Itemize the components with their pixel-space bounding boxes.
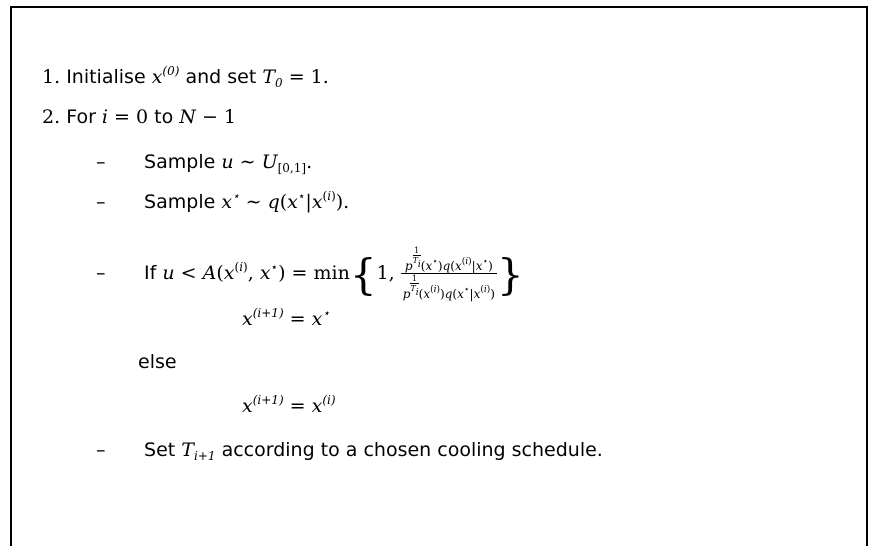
math-one-comma: 1, [376, 262, 401, 284]
bullet-dash: – [96, 439, 106, 461]
step-number: 1. [42, 66, 61, 88]
math-uniform: U [261, 151, 278, 173]
math-i: i [101, 106, 108, 128]
math-min: min [313, 262, 350, 284]
math-q-args: (x⋆|x(i)). [279, 189, 350, 213]
math-interval: [0,1] [277, 161, 307, 175]
math-n-minus-1: N [179, 106, 196, 128]
math-period: . [306, 151, 313, 173]
math-x0: x(0) [151, 64, 180, 88]
math-u-sim-uniform: u [221, 151, 234, 173]
math-u: u [162, 262, 175, 284]
math-eq-zero: = 0 [114, 106, 149, 128]
math-xstar-sim-q: x⋆ [221, 189, 240, 213]
bullet-set-t: – Set Ti+1 according to a chosen cooling… [96, 439, 603, 463]
assign-reject: x(i+1) = x(i) [242, 393, 336, 417]
math-xi: x(i) [311, 393, 336, 417]
math-x-next-eq-xstar: x(i+1) [242, 306, 284, 330]
step-2-text-to: to [154, 106, 174, 128]
step-2-text-for: For [66, 106, 96, 128]
sample-text: Sample [144, 191, 216, 213]
math-t0: T0 [262, 66, 283, 90]
math-xstar: x⋆ [311, 306, 330, 330]
math-rbrace: } [496, 250, 524, 299]
math-t-next: Ti+1 [181, 439, 216, 463]
math-acceptance: A [202, 262, 217, 284]
bullet-dash: – [96, 191, 106, 213]
else-line: else [138, 351, 177, 373]
math-eq: = [283, 395, 312, 417]
math-eq: = [283, 308, 312, 330]
math-minus-one: − 1 [195, 106, 236, 128]
step-1-text-initialise: Initialise [66, 66, 146, 88]
algorithm-box: 1. Initialise x(0) and set T0 = 1. 2. Fo… [10, 6, 868, 546]
cooling-text: according to a chosen cooling schedule. [221, 439, 603, 461]
bullet-sample-x: – Sample x⋆ ∼ q(x⋆|x(i)). [96, 189, 350, 213]
step-1: 1. Initialise x(0) and set T0 = 1. [42, 64, 329, 90]
bullet-dash: – [96, 262, 106, 284]
step-2: 2. For i = 0 to N − 1 [42, 106, 236, 128]
math-lbrace: { [349, 250, 377, 299]
math-eq-one: = 1. [288, 66, 329, 88]
set-text: Set [144, 439, 176, 461]
math-lt: < [174, 262, 203, 284]
math-q: q [267, 191, 280, 213]
step-number: 2. [42, 106, 61, 128]
math-sim: ∼ [233, 151, 262, 173]
else-text: else [138, 351, 177, 373]
math-x-next-eq-xi: x(i+1) [242, 393, 284, 417]
math-acceptance-args: (x(i), x⋆) = [216, 260, 314, 284]
if-text: If [144, 262, 157, 284]
bullet-sample-u: – Sample u ∼ U[0,1]. [96, 151, 313, 175]
math-sim: ∼ [239, 191, 268, 213]
step-1-text-set: and set [185, 66, 257, 88]
sample-text: Sample [144, 151, 216, 173]
bullet-dash: – [96, 151, 106, 173]
assign-accept: x(i+1) = x⋆ [242, 306, 330, 330]
